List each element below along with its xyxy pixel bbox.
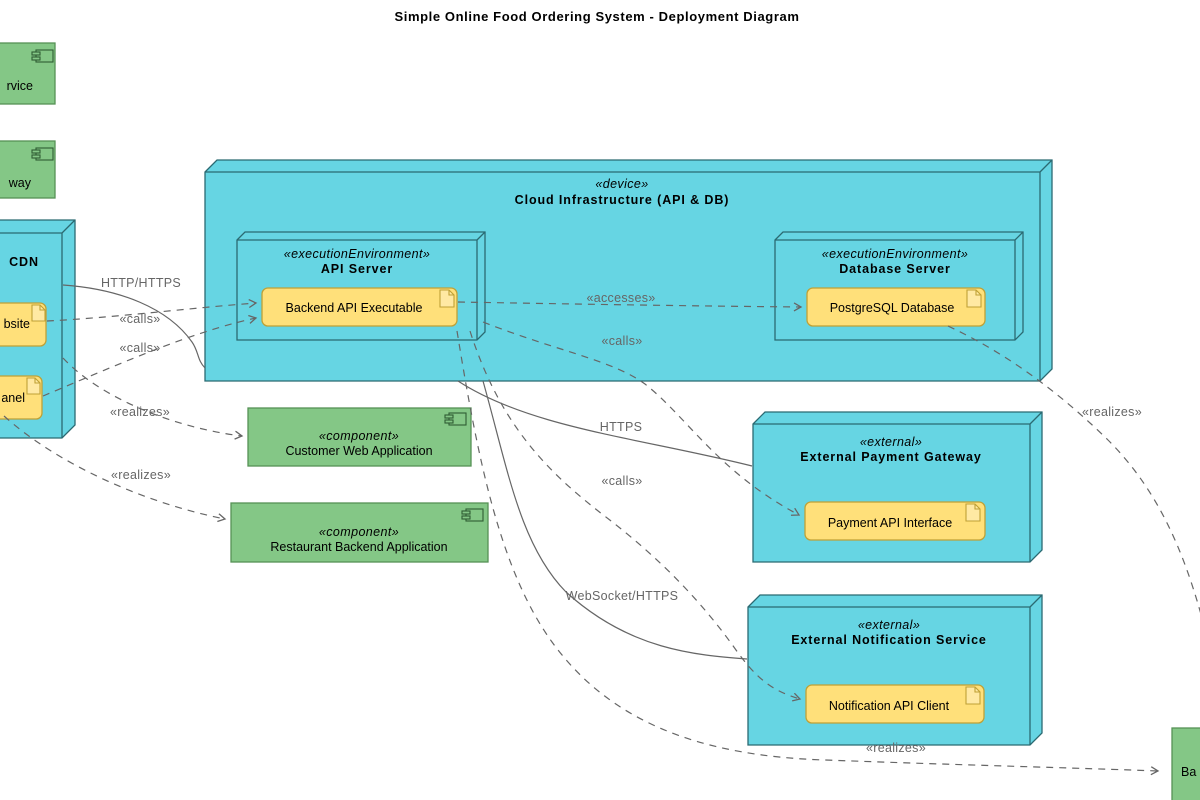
edge-label-realizes: «realizes» (866, 741, 926, 755)
node-notification-stereotype: «external» (858, 618, 920, 632)
edge-http-https (62, 284, 206, 369)
artifact-label: Payment API Interface (828, 516, 952, 530)
edge-calls-backend-to-payment-api (482, 321, 799, 515)
edge-label-https: HTTPS (600, 420, 642, 434)
edge-label-calls: «calls» (119, 312, 160, 326)
artifact-label-fragment: anel (1, 391, 25, 405)
artifact-label: Notification API Client (829, 699, 950, 713)
document-icon (439, 289, 455, 308)
component-label: Restaurant Backend Application (270, 540, 447, 554)
component-label-fragment: Ba (1181, 765, 1196, 779)
component-icon (31, 147, 54, 161)
component-customer-web-application: «component» Customer Web Application (247, 407, 472, 467)
node-cdn-label: CDN (9, 255, 39, 269)
edge-label-calls: «calls» (601, 334, 642, 348)
component-icon (31, 49, 54, 63)
edge-label-http-https: HTTP/HTTPS (101, 276, 181, 290)
edge-label-websocket: WebSocket/HTTPS (566, 589, 679, 603)
artifact-label: PostgreSQL Database (830, 301, 955, 315)
edge-labels: HTTP/HTTPS «calls» «calls» «realizes» «r… (101, 276, 1142, 755)
node-api-server-stereotype: «executionEnvironment» (284, 247, 430, 261)
artifact-backend-api-executable: Backend API Executable (261, 287, 458, 327)
artifact-customer-website: bsite (0, 302, 47, 347)
edge-calls-website-to-backend (46, 303, 256, 322)
artifact-admin-panel: anel (0, 375, 43, 420)
edge-realizes-panel-to-restaurant-backend (3, 415, 225, 519)
component-left-mid: way (0, 140, 56, 199)
artifact-notification-api-client: Notification API Client (805, 684, 985, 724)
node-cloud-infrastructure: «device» Cloud Infrastructure (API & DB)… (204, 159, 1053, 382)
edge-calls-backend-to-notification-api (469, 330, 800, 699)
component-stereotype: «component» (319, 525, 399, 539)
component-stereotype: «component» (319, 429, 399, 443)
component-left-top: rvice (0, 42, 56, 105)
node-api-server-label: API Server (321, 262, 393, 276)
node-cloud-label: Cloud Infrastructure (API & DB) (515, 193, 730, 207)
edge-websocket-https (482, 380, 748, 660)
edge-realizes-postgres-to-bottom-right (947, 325, 1200, 614)
edge-calls-panel-to-backend (42, 318, 256, 397)
edge-label-realizes: «realizes» (110, 405, 170, 419)
artifact-label-fragment: bsite (4, 317, 30, 331)
edge-label-calls: «calls» (119, 341, 160, 355)
component-label-fragment: way (8, 176, 32, 190)
document-icon (966, 289, 982, 308)
edge-label-realizes: «realizes» (1082, 405, 1142, 419)
edge-realizes-website-to-customer-web (62, 357, 242, 436)
edge-label-calls: «calls» (601, 474, 642, 488)
node-api-server: «executionEnvironment» API Server Backen… (236, 231, 486, 341)
node-cloud-stereotype: «device» (595, 177, 648, 191)
component-label-fragment: rvice (7, 79, 33, 93)
document-icon (965, 686, 981, 705)
node-payment-label: External Payment Gateway (800, 450, 981, 464)
node-db-server-label: Database Server (839, 262, 950, 276)
artifact-postgresql-database: PostgreSQL Database (806, 287, 986, 327)
node-cdn: CDN bsite anel (0, 219, 76, 439)
node-external-payment-gateway: «external» External Payment Gateway Paym… (752, 411, 1043, 563)
component-icon (444, 412, 467, 426)
edge-label-realizes: «realizes» (111, 468, 171, 482)
document-icon (26, 377, 41, 395)
edges (3, 284, 1200, 771)
component-icon (461, 508, 484, 522)
edge-realizes-backend-to-bottom-right (456, 330, 1158, 771)
document-icon (31, 304, 46, 322)
node-notification-label: External Notification Service (791, 633, 987, 647)
edge-accesses-backend-to-postgres (457, 301, 801, 307)
artifact-payment-api-interface: Payment API Interface (804, 501, 986, 541)
artifact-label: Backend API Executable (286, 301, 423, 315)
node-database-server: «executionEnvironment» Database Server P… (774, 231, 1024, 341)
node-external-notification-service: «external» External Notification Service… (747, 594, 1043, 746)
edge-label-accesses: «accesses» (586, 291, 655, 305)
component-restaurant-backend-application: «component» Restaurant Backend Applicati… (230, 502, 489, 563)
node-payment-stereotype: «external» (860, 435, 922, 449)
component-bottom-right: Ba (1171, 727, 1200, 800)
component-label: Customer Web Application (285, 444, 432, 458)
document-icon (965, 503, 981, 522)
node-db-server-stereotype: «executionEnvironment» (822, 247, 968, 261)
diagram-title: Simple Online Food Ordering System - Dep… (394, 9, 799, 24)
